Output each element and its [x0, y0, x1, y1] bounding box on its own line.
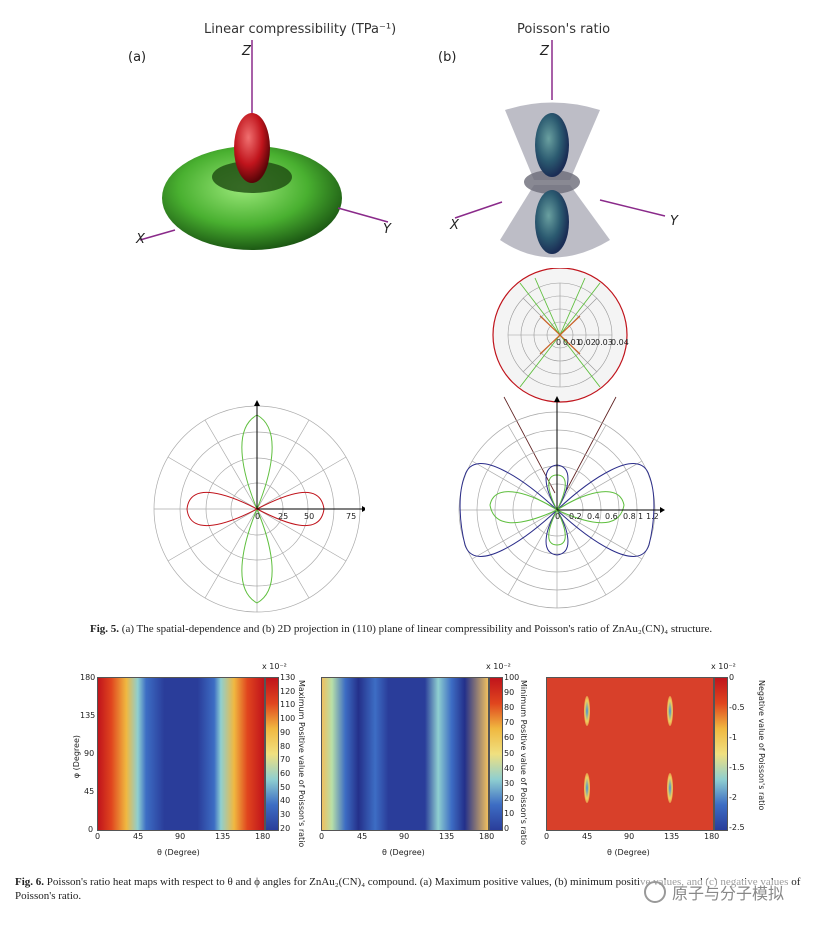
y-tick-45: 45: [84, 787, 95, 796]
inset-tick-3: 0.03: [595, 338, 613, 347]
heatmap-b: [321, 677, 489, 831]
fig6-caption-label: Fig. 6.: [15, 876, 45, 888]
heatmap-c: [546, 677, 714, 831]
cbar-a-exp: x 10⁻²: [262, 662, 287, 671]
polar-a-tick-1: 25: [278, 512, 288, 521]
inset-tick-1: 0.01: [563, 338, 581, 347]
polar-b-tick-1: 0.2: [569, 512, 582, 521]
wechat-icon: [644, 881, 666, 903]
y-tick-180: 180: [80, 673, 96, 682]
polar-plot-linear-compressibility: 0 25 50 75: [153, 400, 365, 613]
xticks-c: 0 45 90 135 180: [544, 832, 720, 841]
inset-tick-4: 0.04: [611, 338, 629, 347]
blue-lobe-bottom: [535, 190, 569, 254]
cbar-c-title: Negative value of Poisson's ratio: [757, 680, 766, 811]
x-axis-line: [139, 229, 176, 241]
panel-label-b: (b): [438, 50, 457, 65]
colorbar-a: [265, 677, 279, 831]
title-poisson-ratio: Poisson's ratio: [517, 22, 611, 37]
xlabel-a: θ (Degree): [157, 848, 200, 857]
z-label-a: Z: [242, 44, 251, 59]
fig5-caption-text: (a) The spatial-dependence and (b) 2D pr…: [121, 623, 713, 635]
x-label-b: X: [450, 218, 459, 233]
polar-b-tick-4: 0.8: [623, 512, 636, 521]
watermark: 原子与分子模拟: [640, 880, 789, 904]
cbar-b-ticks: 100 90 80 70 60 50 40 30 20 10 0: [504, 673, 520, 833]
fig5-caption-label: Fig. 5.: [90, 623, 120, 635]
polar-a-tick-2: 50: [304, 512, 314, 521]
fig5-caption: Fig. 5. (a) The spatial-dependence and (…: [90, 622, 790, 636]
cbar-c-exp: x 10⁻²: [711, 662, 736, 671]
colorbar-c: [714, 677, 728, 831]
red-lobe-top: [234, 113, 270, 183]
fig6-caption-text: Poisson's ratio heat maps with respect t…: [15, 876, 801, 902]
linear-compressibility-3d: [139, 40, 389, 250]
watermark-text: 原子与分子模拟: [672, 884, 785, 903]
y-axis-line: [337, 207, 389, 223]
cbar-a-ticks: 130 120 110 100 90 80 70 60 50 40 30 20: [280, 673, 296, 833]
y-label-a: Y: [383, 222, 391, 237]
polar-b-tick-5: 1: [638, 512, 643, 521]
polar-a-tick-0: 0: [255, 512, 260, 521]
xlabel-b: θ (Degree): [382, 848, 425, 857]
xticks-b: 0 45 90 135 180: [319, 832, 495, 841]
blue-lobe-top: [535, 113, 569, 177]
poisson-inset-zoom: 0 0.01 0.02 0.03 0.04: [492, 268, 629, 403]
title-linear-compressibility: Linear compressibility (TPa⁻¹): [204, 22, 397, 37]
poisson-ratio-3d: [454, 40, 666, 258]
xticks-a: 0 45 90 135 180: [95, 832, 271, 841]
z-label-b: Z: [540, 44, 549, 59]
cbar-c-ticks: 0 -0.5 -1 -1.5 -2 -2.5: [729, 673, 745, 832]
heatmap-a: [97, 677, 265, 831]
polar-a-tick-3: 75: [346, 512, 356, 521]
polar-plot-poisson-ratio: 0 0.2 0.4 0.6 0.8 1 1.2: [458, 396, 665, 609]
inset-tick-0: 0: [556, 338, 561, 347]
fig6-caption: Fig. 6. Poisson's ratio heat maps with r…: [15, 875, 820, 903]
green-torus: [162, 146, 342, 250]
colorbar-b: [489, 677, 503, 831]
y-label-b: Y: [670, 214, 678, 229]
y-tick-0: 0: [88, 825, 94, 834]
cbar-b-title: Minimum Positive value of Poisson's rati…: [519, 680, 528, 845]
cbar-a-title: Maximum Positive value of Poisson's rati…: [297, 680, 306, 848]
x-label-a: X: [136, 232, 145, 247]
heatmap-ylabel: φ (Degree): [72, 735, 81, 779]
polar-b-tick-3: 0.6: [605, 512, 618, 521]
xlabel-c: θ (Degree): [607, 848, 650, 857]
polar-b-tick-2: 0.4: [587, 512, 600, 521]
cbar-b-exp: x 10⁻²: [486, 662, 511, 671]
inset-tick-2: 0.02: [578, 338, 596, 347]
polar-b-tick-6: 1.2: [646, 512, 659, 521]
panel-label-a: (a): [128, 50, 147, 65]
polar-b-tick-0: 0: [555, 512, 560, 521]
y-tick-135: 135: [80, 711, 96, 720]
y-tick-90: 90: [84, 749, 95, 758]
